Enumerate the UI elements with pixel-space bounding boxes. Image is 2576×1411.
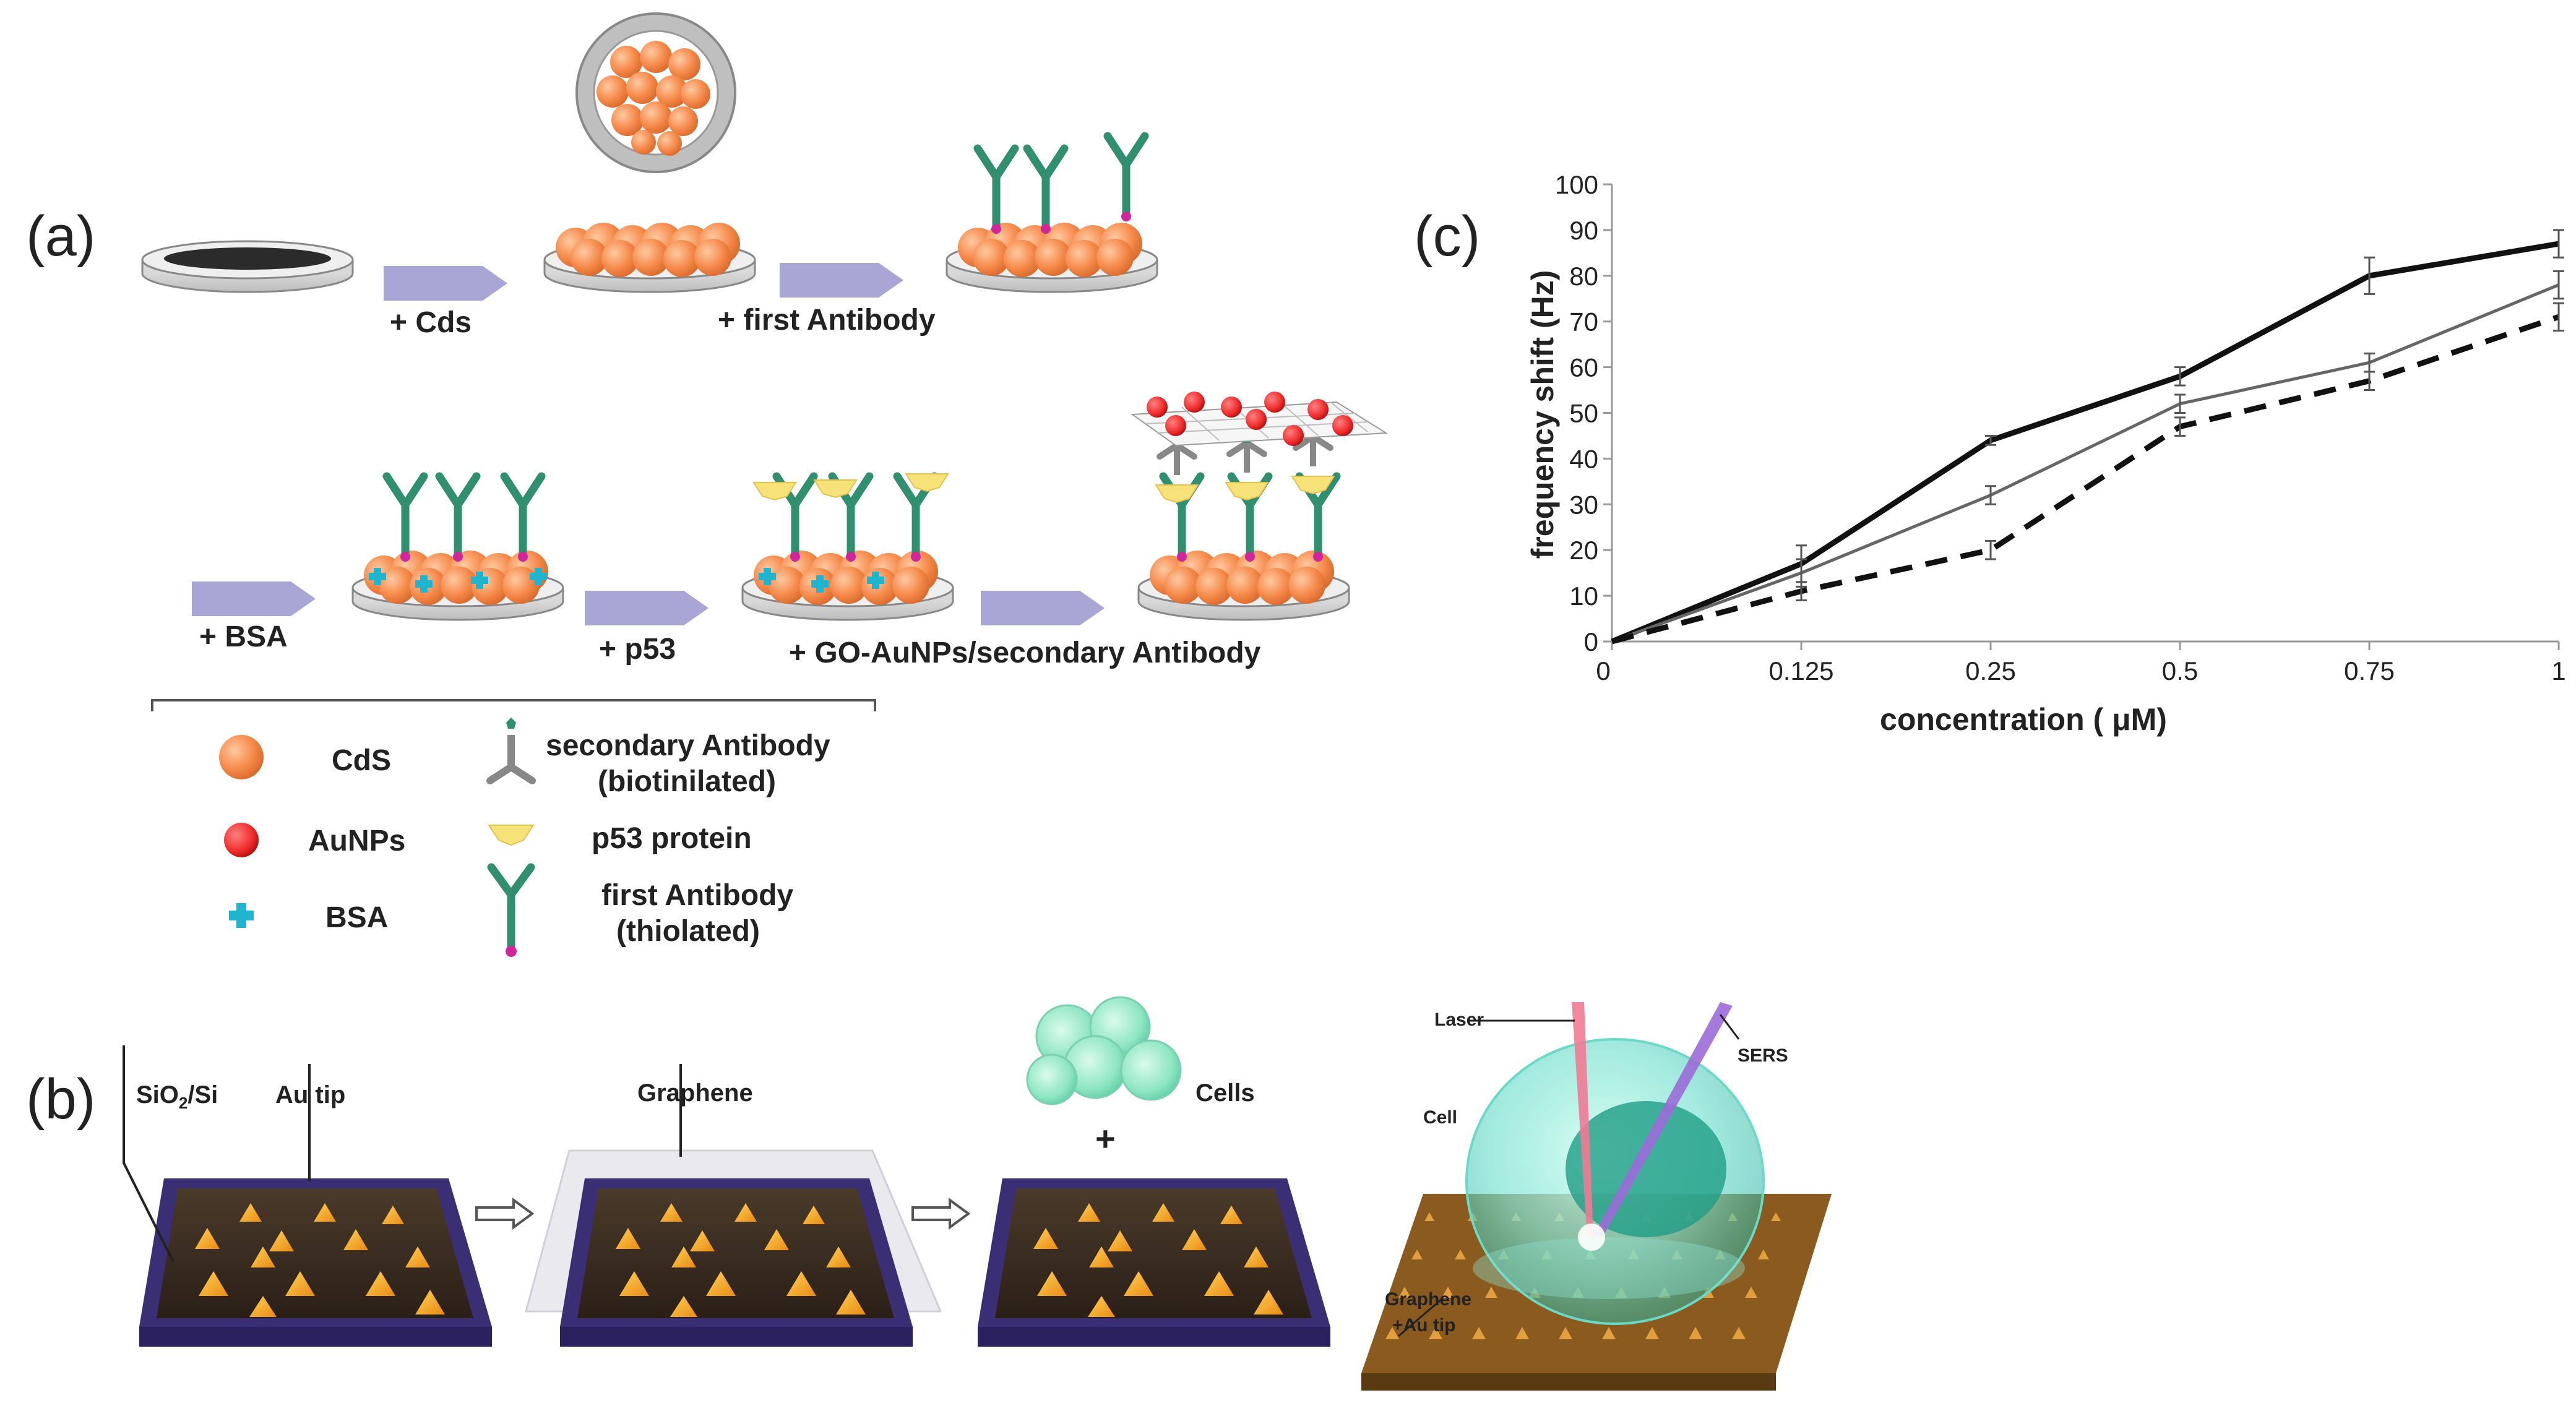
error-bar: [2174, 393, 2186, 414]
y-tick-label: 90: [1569, 216, 1598, 245]
graphene-au-sub-label: +Au tip: [1392, 1315, 1456, 1336]
graphene-au-label: Graphene: [1385, 1289, 1472, 1310]
error-bar: [1985, 434, 1996, 446]
legend-bsa-label: BSA: [325, 901, 389, 934]
step-label-cds: + Cds: [390, 306, 472, 339]
sio2-subscript: 2: [178, 1094, 188, 1112]
step-label-go-aunps: + GO-AuNPs/secondary Antibody: [789, 637, 1261, 669]
y-tick-label: 60: [1569, 353, 1598, 382]
y-tick-label: 100: [1555, 170, 1598, 199]
legend-secondary-label: secondary Antibody: [546, 729, 830, 762]
aunp-legend-icon: [224, 823, 259, 857]
error-bar: [2553, 302, 2564, 332]
x-tick-label: 0.75: [2344, 656, 2395, 685]
p53-legend-icon: [488, 825, 535, 846]
y-tick-label: 0: [1584, 627, 1598, 656]
sio2-tail-text: /Si: [187, 1081, 218, 1109]
error-bar: [2364, 256, 2375, 295]
error-bar: [2174, 416, 2186, 437]
y-tick-label: 50: [1569, 399, 1598, 428]
x-tick-label: 0.125: [1768, 656, 1833, 685]
error-bar: [2553, 270, 2564, 300]
first-antibody-legend-icon: [487, 863, 535, 957]
series-line-2: [1611, 283, 2559, 643]
sers-label: SERS: [1738, 1045, 1788, 1066]
legend-p53-label: p53 protein: [592, 822, 752, 855]
cell-label: Cell: [1423, 1107, 1458, 1128]
series-line-1: [1611, 241, 2559, 645]
plus-label: +: [1095, 1119, 1116, 1158]
error-bar: [2364, 371, 2375, 392]
cds-legend-icon: [219, 735, 264, 779]
x-tick-label: 0.25: [1965, 656, 2016, 685]
panel-b-letter: (b): [26, 1068, 96, 1131]
step-label-bsa: + BSA: [199, 620, 288, 653]
legend-secondary-sub-label: (biotinilated): [598, 765, 776, 798]
frequency-shift-chart: 0 10 20 30 40 50 60 70 80 90 100 0 0.125 0.25 0.5 0.75 1…: [1525, 170, 2566, 737]
error-bar: [2553, 229, 2564, 259]
y-tick-label: 10: [1569, 581, 1598, 611]
panel-b-diagram: [123, 996, 1832, 1391]
sio2-si-label: SiO2/Si: [136, 1081, 218, 1113]
error-bar: [1796, 581, 1807, 601]
legend-first-antibody-sub-label: (thiolated): [616, 915, 760, 948]
laser-label: Laser: [1434, 1010, 1484, 1030]
step-label-p53: + p53: [599, 633, 676, 666]
legend-first-antibody-label: first Antibody: [601, 879, 794, 912]
legend: CdS AuNPs BSA secondary Antibody (biotin…: [152, 700, 875, 967]
y-tick-label: 30: [1569, 490, 1598, 519]
step-label-first-antibody: + first Antibody: [718, 304, 936, 337]
x-axis-label: concentration ( μM): [1880, 702, 2167, 737]
sio2-text: SiO: [136, 1081, 179, 1109]
error-bar: [1985, 539, 1996, 560]
error-bar: [2174, 366, 2186, 387]
panel-a-letter: (a): [26, 205, 96, 268]
cells-label: Cells: [1195, 1079, 1255, 1107]
legend-aunps-label: AuNPs: [308, 825, 406, 857]
graphene-label: Graphene: [637, 1079, 753, 1107]
y-tick-label: 70: [1569, 307, 1598, 337]
au-tip-label: Au tip: [275, 1081, 346, 1109]
x-tick-label: 1: [2551, 656, 2565, 685]
x-tick-label: 0: [1596, 656, 1610, 685]
panel-a-diagram: [141, 12, 1389, 711]
series-line-3: [1611, 314, 2560, 645]
legend-symbols: [219, 718, 536, 957]
x-tick-label: 0.5: [2162, 656, 2198, 685]
y-tick-label: 20: [1569, 536, 1598, 565]
bsa-legend-icon: [229, 903, 254, 928]
y-axis-label: frequency shift (Hz): [1525, 270, 1560, 559]
legend-cds-label: CdS: [332, 744, 391, 777]
y-tick-label: 80: [1569, 262, 1598, 291]
secondary-antibody-legend-icon: [486, 718, 536, 784]
panel-c-letter: (c): [1414, 205, 1481, 268]
error-bar: [1985, 485, 1996, 505]
y-tick-label: 40: [1569, 444, 1598, 473]
